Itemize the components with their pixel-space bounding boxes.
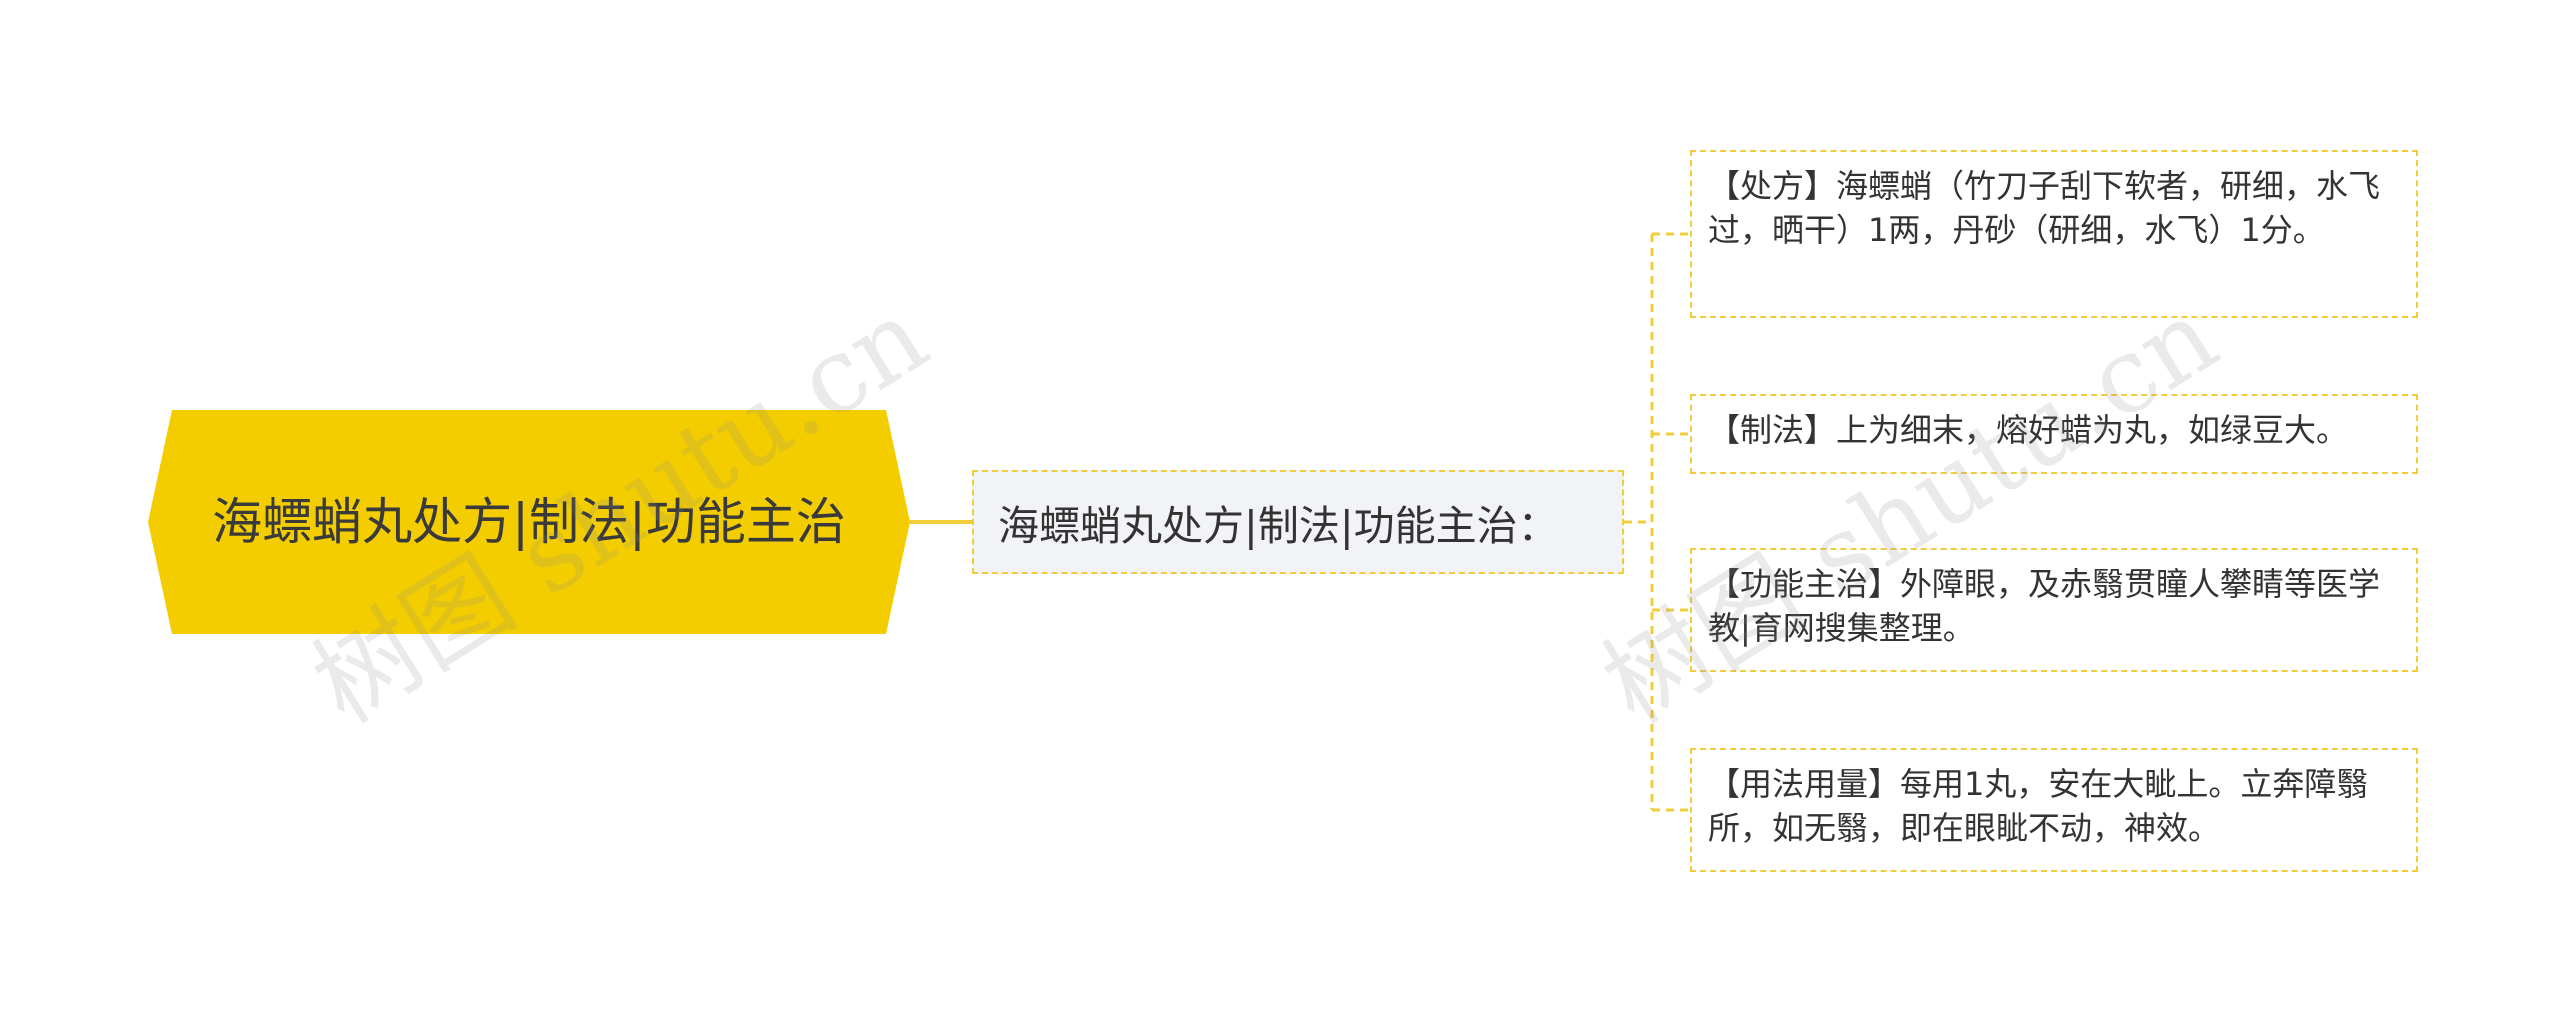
leaf-text: 【功能主治】外障眼，及赤翳贯瞳人攀睛等医学教|育网搜集整理。: [1708, 565, 2381, 647]
branch-topic-node[interactable]: 海螵蛸丸处方|制法|功能主治：: [972, 470, 1624, 574]
leaf-text: 【制法】上为细末，熔好蜡为丸，如绿豆大。: [1708, 411, 2349, 449]
leaf-text: 【处方】海螵蛸（竹刀子刮下软者，研细，水飞过，晒干）1两，丹砂（研细，水飞）1分…: [1708, 167, 2381, 249]
root-topic-node[interactable]: 海螵蛸丸处方|制法|功能主治: [148, 410, 910, 634]
leaf-node-preparation[interactable]: 【制法】上为细末，熔好蜡为丸，如绿豆大。: [1690, 394, 2418, 474]
root-topic-label: 海螵蛸丸处方|制法|功能主治: [212, 493, 846, 551]
leaf-text: 【用法用量】每用1丸，安在大眦上。立奔障翳所，如无翳，即在眼眦不动，神效。: [1708, 765, 2369, 847]
leaf-node-usage-dosage[interactable]: 【用法用量】每用1丸，安在大眦上。立奔障翳所，如无翳，即在眼眦不动，神效。: [1690, 748, 2418, 872]
leaf-node-prescription[interactable]: 【处方】海螵蛸（竹刀子刮下软者，研细，水飞过，晒干）1两，丹砂（研细，水飞）1分…: [1690, 150, 2418, 318]
leaf-node-indications[interactable]: 【功能主治】外障眼，及赤翳贯瞳人攀睛等医学教|育网搜集整理。: [1690, 548, 2418, 672]
branch-topic-label: 海螵蛸丸处方|制法|功能主治：: [998, 502, 1559, 550]
